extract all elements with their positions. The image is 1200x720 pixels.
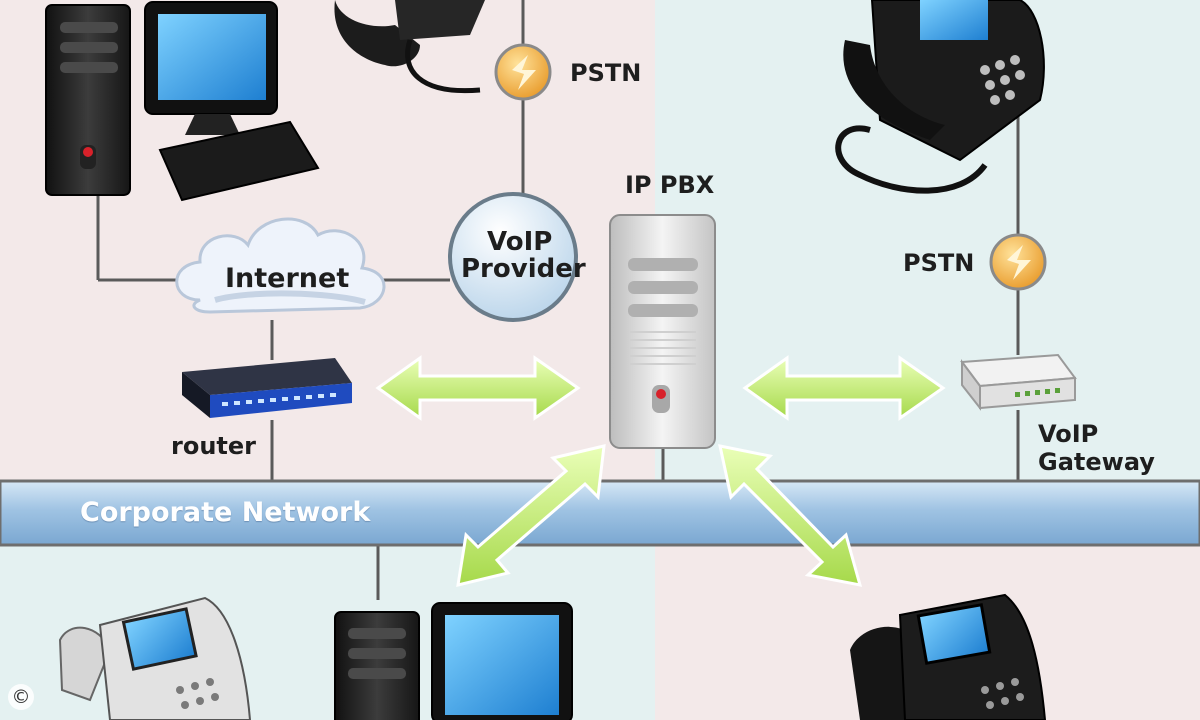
arrow-pbx-bottom-right xyxy=(718,444,863,587)
voip-gateway-label-line1: VoIP xyxy=(1038,420,1099,448)
ip-phone-icon xyxy=(850,593,1047,720)
voip-provider-icon xyxy=(448,192,578,322)
voip-gateway-label-line2: Gateway xyxy=(1038,448,1155,476)
corporate-network-label: Corporate Network xyxy=(80,497,371,528)
router-icon xyxy=(182,358,352,418)
gateway-icon xyxy=(960,353,1077,411)
router-label: router xyxy=(171,432,256,460)
copyright-badge: © xyxy=(8,684,34,710)
server-icon xyxy=(609,214,716,449)
ip-phone-icon xyxy=(58,596,252,720)
pstn-icon xyxy=(494,43,552,101)
desktop-computer-icon xyxy=(334,602,573,720)
ip-phone-icon xyxy=(835,0,1045,194)
voip-provider-label-line1: VoIP xyxy=(487,227,553,257)
desktop-computer-icon xyxy=(45,1,320,202)
cloud-icon xyxy=(175,217,386,314)
pstn-right-label: PSTN xyxy=(903,249,975,277)
voip-provider-label-line2: Provider xyxy=(461,254,586,284)
internet-label: Internet xyxy=(225,263,350,294)
pstn-top-label: PSTN xyxy=(570,59,642,87)
ip-phone-icon xyxy=(334,0,485,94)
arrow-pbx-gateway xyxy=(742,355,946,421)
arrow-router-pbx xyxy=(375,355,581,421)
pstn-icon xyxy=(989,233,1047,291)
ip-pbx-label: IP PBX xyxy=(625,171,715,199)
arrow-pbx-bottom-left xyxy=(456,444,606,587)
